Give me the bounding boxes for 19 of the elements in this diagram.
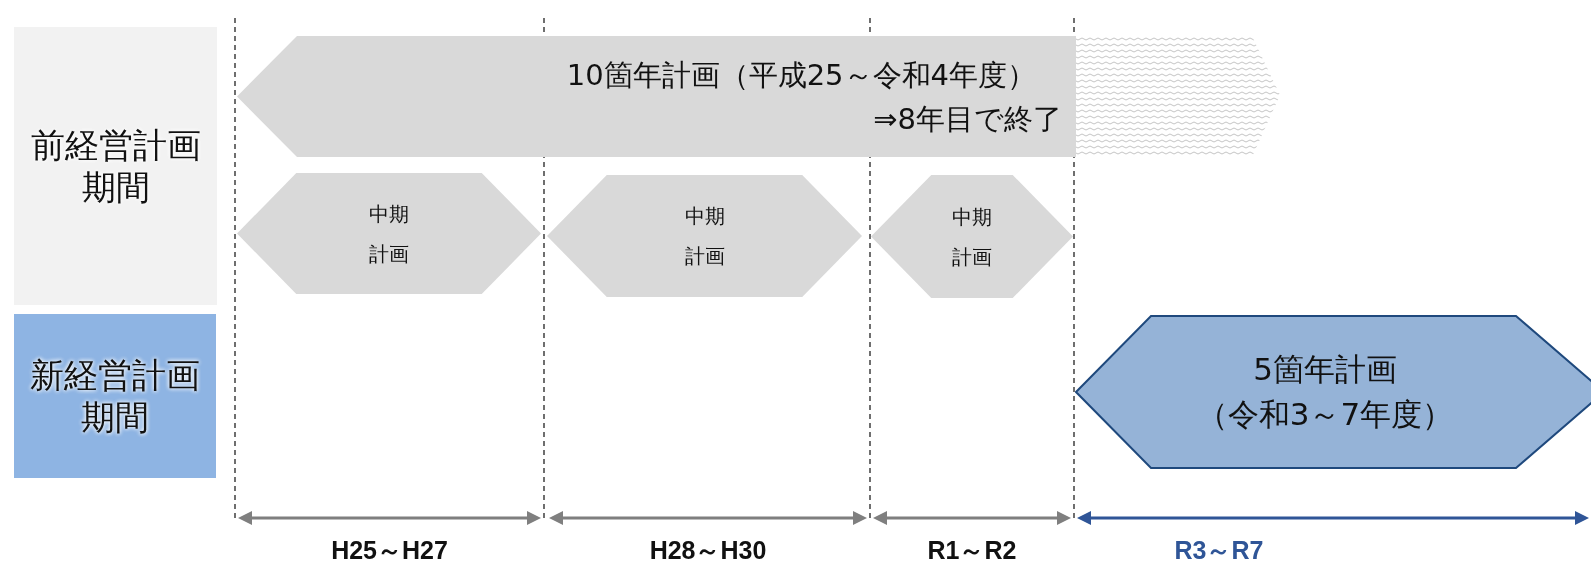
period-label: R1～R2 [926, 535, 1018, 566]
plan-title: 中期計画 [683, 203, 726, 270]
row-header-label: 新経営計画期間 [29, 354, 201, 438]
period-label: R3～R7 [1173, 535, 1265, 566]
row-header-label: 前経営計画期間 [29, 124, 202, 208]
plan-hexagon [547, 175, 862, 297]
plan-hexagon [871, 175, 1073, 298]
plan-hexagon [1075, 315, 1591, 469]
plan-title: 10箇年計画（平成25～令和4年度） [566, 57, 1036, 94]
plan-title: 5箇年計画 [1253, 350, 1397, 390]
plan-title: 中期計画 [368, 200, 410, 268]
plan-hexagon [237, 173, 541, 294]
plan-period: （令和3～7年度） [1196, 395, 1454, 434]
period-label: H28～H30 [648, 535, 768, 566]
plan-arrow [237, 36, 1076, 157]
plan-title: 中期計画 [951, 203, 993, 271]
row-header [14, 314, 216, 478]
plan-note: ⇒8年目で終了 [873, 101, 1062, 138]
period-label: H25～H27 [330, 535, 449, 566]
